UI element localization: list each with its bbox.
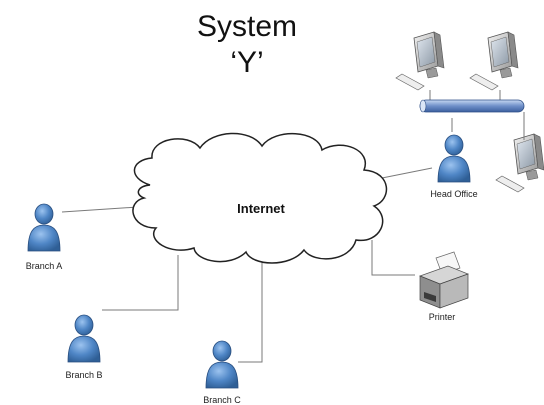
branch-c-label: Branch C [203,395,241,405]
internet-label: Internet [237,201,285,216]
node-printer: Printer [419,251,469,322]
internet-cloud: Internet [132,132,388,264]
head-office-label: Head Office [430,189,477,199]
link-branch-b [102,255,179,311]
desktop-computer-icon [469,31,519,91]
office-lan [395,31,544,193]
node-head-office: Head Office [430,134,478,199]
cloud-shape [132,132,388,264]
user-icon [67,314,101,363]
user-icon [205,340,239,389]
user-icon [27,203,61,252]
link-printer [371,240,415,276]
node-branch-b: Branch B [65,314,103,380]
workstation-1 [395,31,445,91]
connection-lines [61,118,453,363]
branch-a-label: Branch A [26,261,63,271]
node-branch-c: Branch C [203,340,241,405]
link-head-office [381,167,433,179]
workstation-2 [469,31,519,91]
desktop-computer-icon [495,133,544,193]
diagram-title-line-2: ‘Y’ [230,46,263,79]
link-branch-a [61,206,139,213]
printer-icon [419,251,469,309]
branch-b-label: Branch B [65,370,102,380]
link-branch-c [238,262,263,363]
network-bus-icon [419,99,525,113]
diagram-title-line-1: System [197,10,297,43]
node-branch-a: Branch A [26,203,63,271]
user-icon [437,134,471,183]
printer-label: Printer [429,312,456,322]
workstation-3 [495,133,544,193]
desktop-computer-icon [395,31,445,91]
